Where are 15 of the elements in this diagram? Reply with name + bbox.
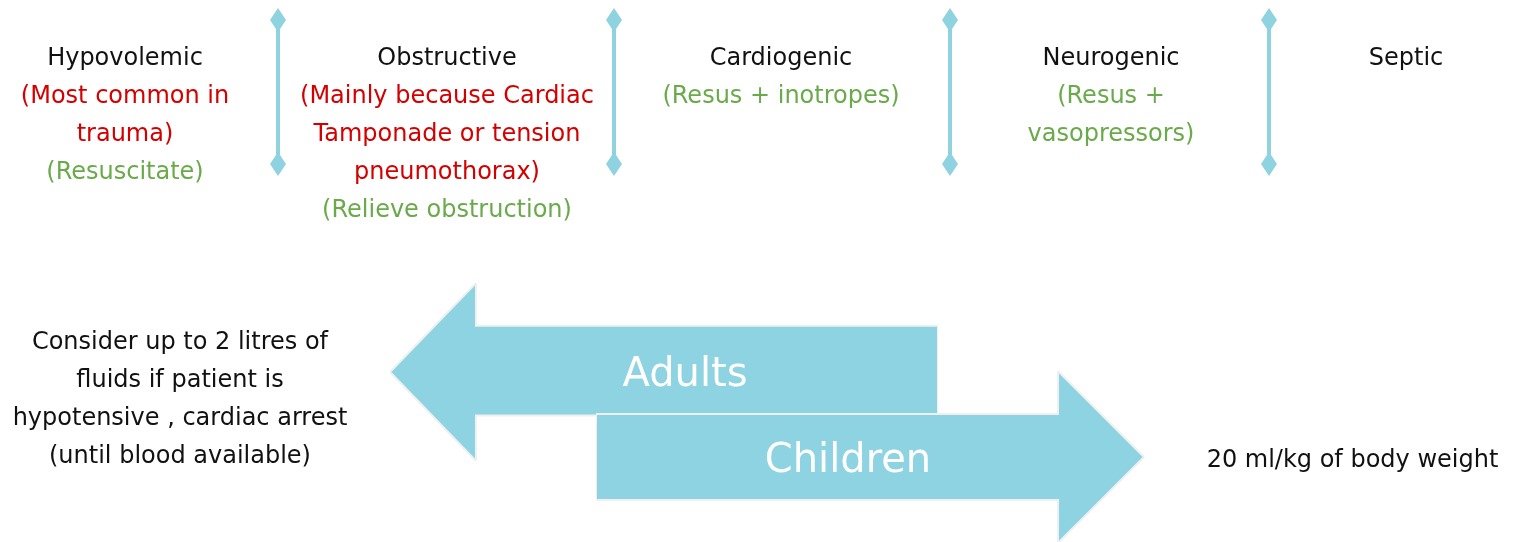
shock-type-heading: Neurogenic xyxy=(1041,42,1181,73)
shock-type-heading: Obstructive xyxy=(376,42,518,73)
note-text: (Relieve obstruction) xyxy=(321,194,573,225)
note-text: (Most common in trauma) xyxy=(19,80,231,149)
note-text: 20 ml/kg of body weight xyxy=(1205,444,1500,475)
note-text: (Resus + inotropes) xyxy=(661,80,901,111)
note-text: (Mainly because Cardiac Tamponade or tension pneumothorax) xyxy=(299,80,595,187)
note-text: Consider up to 2 litres of fluids if patient is hypotensive , cardiac arrest (until blood available) xyxy=(11,326,349,471)
arrow-label: Children xyxy=(764,435,932,481)
shock-type-heading: Septic xyxy=(1367,42,1445,73)
arrow-label: Adults xyxy=(622,349,748,395)
shock-type-heading: Cardiogenic xyxy=(708,42,854,73)
note-text: (Resus + vasopressors) xyxy=(1026,80,1196,149)
shock-type-heading: Hypovolemic xyxy=(46,42,204,73)
note-text: (Resuscitate) xyxy=(45,156,205,187)
